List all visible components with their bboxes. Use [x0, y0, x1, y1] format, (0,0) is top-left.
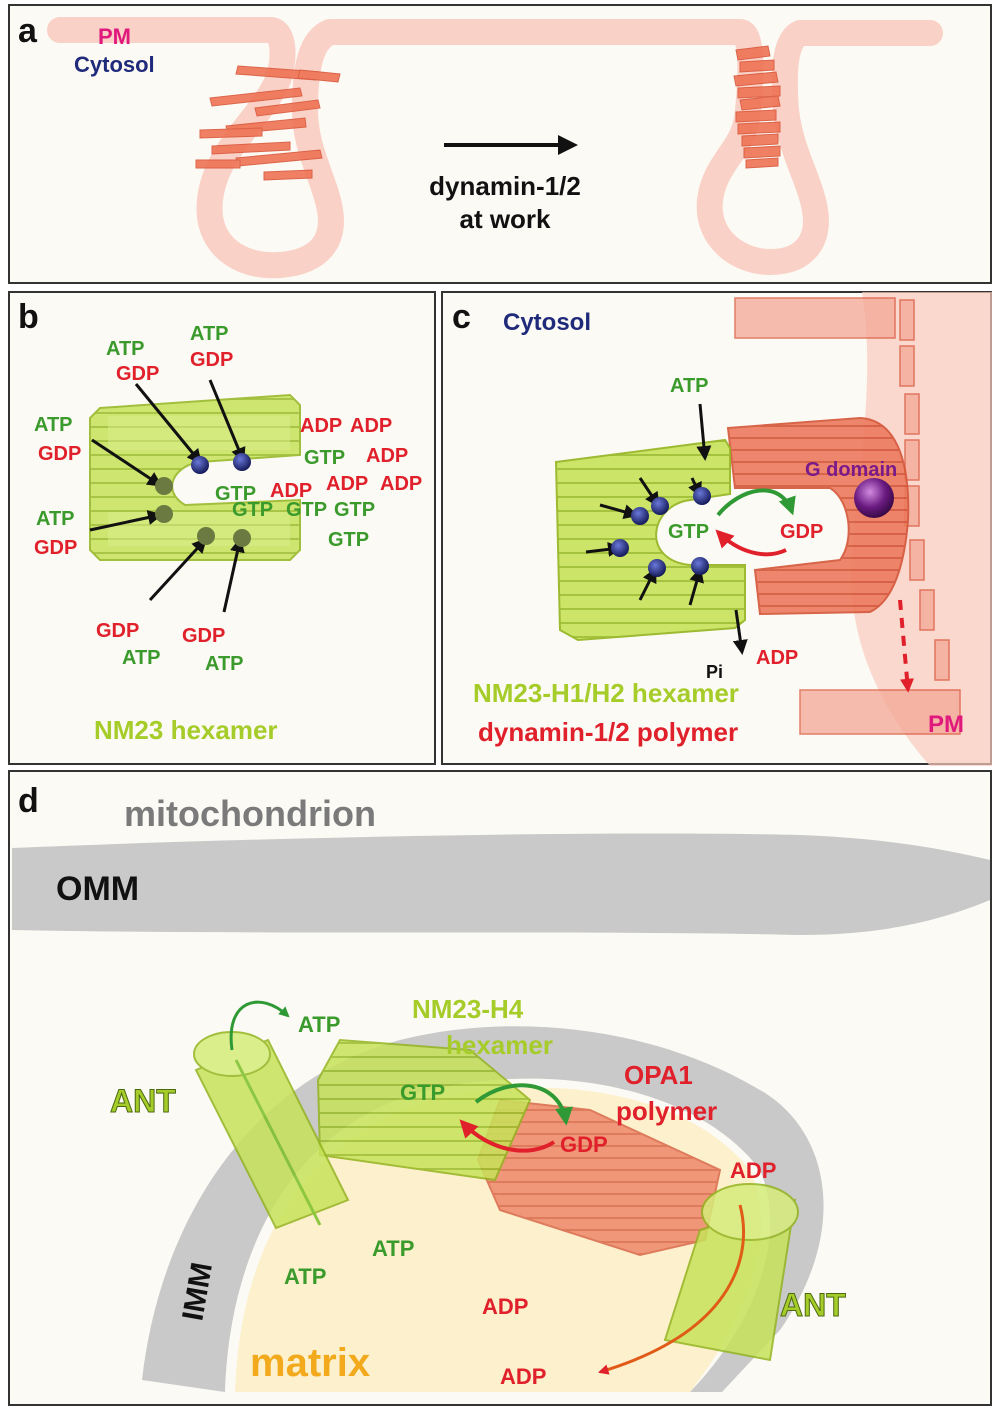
- omm-band: [12, 833, 990, 935]
- b-atp-1: ATP: [106, 338, 145, 360]
- c-atp: ATP: [670, 375, 709, 397]
- b-gdp-6: GDP: [182, 625, 225, 647]
- b-atp-3: ATP: [34, 414, 73, 436]
- panel-a-label: a: [18, 12, 38, 50]
- dynamin-g-domain-body: [726, 416, 910, 616]
- b-atp-6: ATP: [205, 653, 244, 675]
- panel-b-nucleotides: ATP GDP ATP GDP ATP GDP ATP GDP GDP ATP …: [34, 323, 422, 675]
- d-matrix: matrix: [250, 1341, 370, 1385]
- panel-b-title: NM23 hexamer: [94, 715, 278, 745]
- panel-a-cytosol: Cytosol: [74, 52, 155, 77]
- g-domain-sphere: [854, 478, 894, 518]
- b-adp-3: ADP: [366, 445, 408, 467]
- panel-d-label: d: [18, 782, 39, 820]
- b-gdp-3: GDP: [38, 443, 81, 465]
- b-atp-5: ATP: [122, 647, 161, 669]
- d-nm23-h4-1: NM23-H4: [412, 994, 524, 1024]
- panel-a-caption-1: dynamin-1/2: [429, 171, 581, 201]
- d-atp-top: ATP: [298, 1012, 340, 1037]
- d-nm23-h4-2: hexamer: [446, 1030, 553, 1060]
- dynamin-helix-right: [733, 45, 781, 169]
- d-matrix-atp-1: ATP: [372, 1236, 414, 1261]
- c-red-arrow: [715, 529, 787, 557]
- dynamin-helix-left: [195, 65, 341, 181]
- b-atp-4: ATP: [36, 508, 75, 530]
- b-adp-6: ADP: [380, 473, 422, 495]
- panel-b-arrows: [89, 379, 246, 613]
- b-gtp-1: GTP: [304, 447, 345, 469]
- d-opa1-1: OPA1: [624, 1060, 693, 1090]
- c-gtp: GTP: [668, 521, 709, 543]
- b-gdp-5: GDP: [96, 620, 139, 642]
- panel-c-cytosol: Cytosol: [503, 309, 591, 336]
- b-atp-2: ATP: [190, 323, 229, 345]
- b-gtp-3: GTP: [334, 499, 375, 521]
- d-gdp: GDP: [560, 1132, 608, 1157]
- c-gdp: GDP: [780, 521, 823, 543]
- d-ant-left: ANT: [110, 1083, 176, 1119]
- d-red-arrow: [459, 1119, 556, 1153]
- b-adp-4: ADP: [270, 480, 312, 502]
- b-adp-5: ADP: [326, 473, 368, 495]
- nm23-hexamer-c: [554, 438, 746, 642]
- d-matrix-adp-1: ADP: [482, 1294, 528, 1319]
- b-adp-2: ADP: [350, 415, 392, 437]
- d-ant-left-arrow: [229, 1000, 290, 1051]
- d-mitochondrion: mitochondrion: [124, 793, 376, 834]
- d-adp-top: ADP: [730, 1158, 776, 1183]
- panel-a-membrane: [47, 17, 943, 279]
- d-omm: OMM: [56, 870, 139, 908]
- c-green-arrow: [716, 488, 796, 517]
- c-adp: ADP: [756, 647, 798, 669]
- c-pm: PM: [928, 711, 964, 738]
- b-adp-1: ADP: [300, 415, 342, 437]
- b-gtp-4: GTP: [328, 529, 369, 551]
- b-gdp-2: GDP: [190, 349, 233, 371]
- panel-a-pm: PM: [98, 24, 131, 49]
- c-dashed-arrow: [898, 599, 914, 693]
- panel-c-label: c: [452, 298, 471, 336]
- d-green-arrow: [474, 1083, 573, 1126]
- d-matrix-atp-2: ATP: [284, 1264, 326, 1289]
- panel-c-membrane: [851, 292, 992, 766]
- panel-a-caption-2: at work: [459, 204, 551, 234]
- d-ant-right: ANT: [780, 1287, 846, 1323]
- b-gtp-center-2: GTP: [232, 499, 273, 521]
- panel-b-balls: [155, 453, 251, 547]
- b-gdp-1: GDP: [116, 363, 159, 385]
- d-gtp: GTP: [400, 1080, 445, 1105]
- panel-c-balls: [611, 487, 711, 577]
- d-ant-right-arrow: [597, 1204, 746, 1375]
- c-g-domain: G domain: [805, 459, 897, 481]
- b-gtp-center-1: GTP: [215, 483, 256, 505]
- b-gdp-4: GDP: [34, 537, 77, 559]
- ant-right: [663, 1183, 799, 1362]
- imm-arc: [142, 1026, 824, 1392]
- d-matrix-adp-2: ADP: [500, 1364, 546, 1389]
- c-legend-2: dynamin-1/2 polymer: [478, 717, 738, 747]
- d-opa1-2: polymer: [616, 1096, 717, 1126]
- c-pi: Pi: [706, 662, 723, 682]
- nm23-hexamer-b: [89, 393, 301, 561]
- c-legend-1: NM23-H1/H2 hexamer: [473, 678, 739, 708]
- b-gtp-2: GTP: [286, 499, 327, 521]
- dynamin-polymer-c: [734, 297, 961, 735]
- panel-b-label: b: [18, 298, 39, 336]
